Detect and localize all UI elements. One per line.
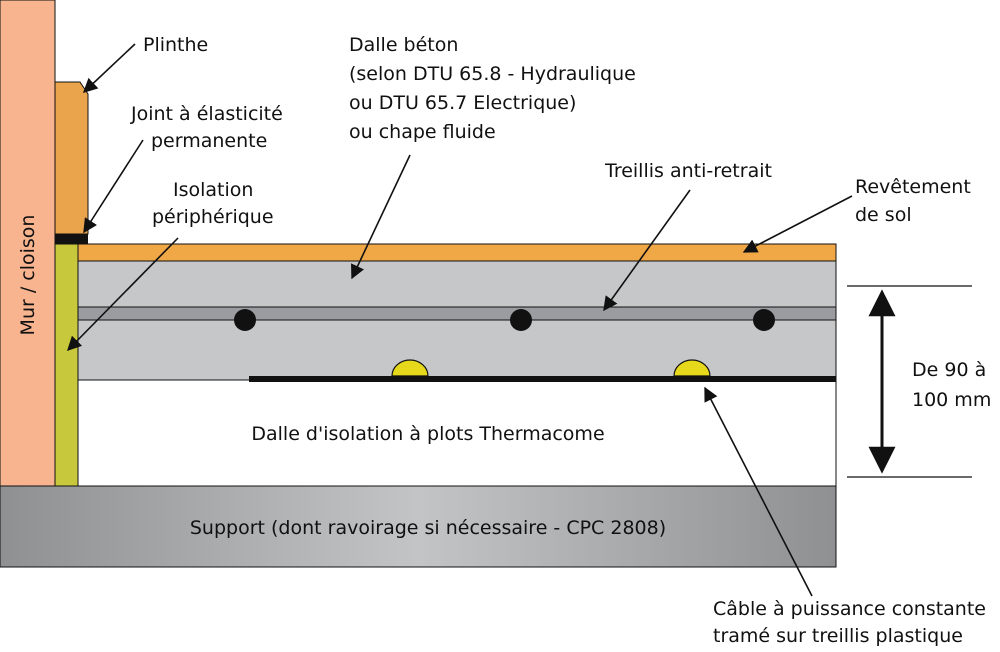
label-isolation-slab: Dalle d'isolation à plots Thermacome (251, 423, 604, 445)
leader-treillis (603, 189, 691, 312)
label-revetement-line1: Revêtement (855, 176, 971, 198)
wall (0, 0, 56, 487)
label-dalle-line2: (selon DTU 65.8 - Hydraulique (349, 63, 636, 85)
rebar-dot (753, 309, 775, 331)
label-dalle-line1: Dalle béton (349, 34, 458, 56)
leader-isolation (66, 237, 179, 352)
label-treillis: Treillis anti-retrait (604, 160, 772, 182)
heating-cable-mesh-line (249, 376, 836, 382)
label-plinthe: Plinthe (143, 34, 208, 56)
label-dalle-line4: ou chape fluide (349, 121, 496, 143)
label-thickness-line2: 100 mm (912, 389, 991, 411)
leader-dalle (351, 154, 411, 280)
label-revetement-line2: de sol (855, 204, 912, 226)
floor-covering (77, 243, 837, 262)
cable-bump (391, 359, 429, 377)
label-cable-line2: tramé sur treillis plastique (713, 625, 963, 647)
label-isolation-line1: Isolation (173, 179, 253, 201)
label-joint-line1: Joint à élasticité (130, 103, 283, 125)
label-thickness-line1: De 90 à (912, 359, 986, 381)
elastic-joint (55, 234, 88, 244)
label-isolation-line2: périphérique (152, 206, 274, 228)
leader-revetement (742, 195, 853, 253)
label-dalle-line3: ou DTU 65.7 Electrique) (349, 92, 576, 114)
rebar-dot (234, 309, 256, 331)
label-support: Support (dont ravoirage si nécessaire - … (190, 517, 666, 539)
leader-cable (704, 386, 813, 597)
label-mur: Mur / cloison (17, 215, 39, 336)
peripheral-insulation (54, 243, 79, 487)
skirting-board (54, 81, 89, 235)
label-joint-line2: permanente (151, 130, 267, 152)
support-slab (0, 485, 837, 568)
rebar-dot (510, 309, 532, 331)
cable-bump (673, 359, 711, 377)
label-cable-line1: Câble à puissance constante (713, 598, 986, 620)
leader-plinthe (82, 43, 136, 93)
leader-joint (83, 139, 144, 234)
anti-shrink-mesh (77, 306, 837, 321)
